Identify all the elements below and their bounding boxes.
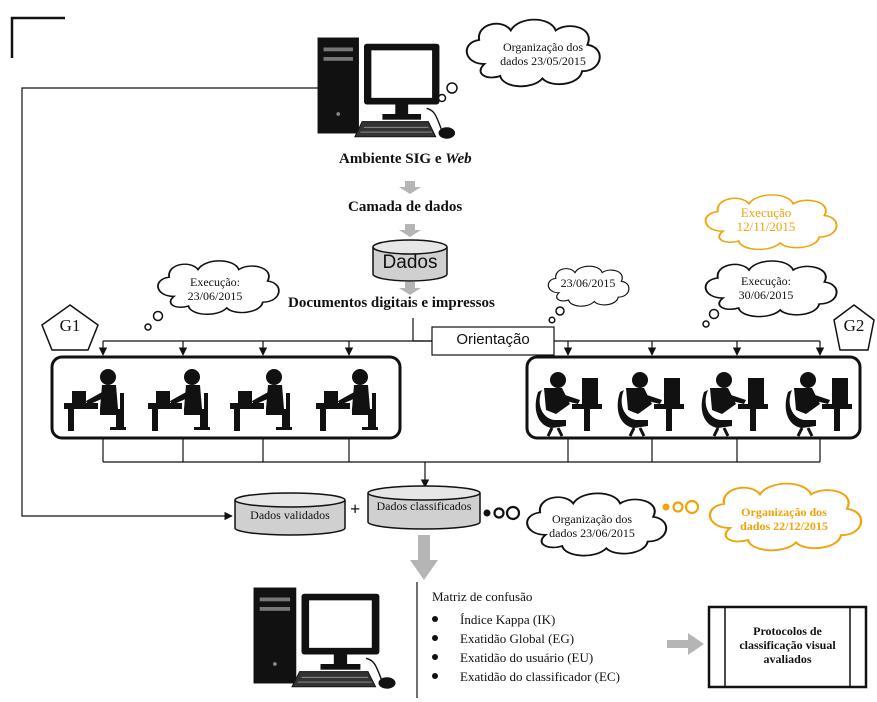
- docs-label: Documentos digitais e impressos: [288, 295, 495, 311]
- env-label-italic: Web: [445, 151, 472, 167]
- list-item-label: Índice Kappa (IK): [460, 612, 556, 627]
- top-cloud-line1: Organização dos: [502, 40, 584, 54]
- thought-cloud-g1: [144, 259, 280, 331]
- thought-cloud-g2: [702, 260, 838, 328]
- g1-group-box: [50, 355, 402, 440]
- classified-db-label: Dados classificados: [376, 499, 472, 513]
- orientacao-box: [431, 326, 555, 356]
- corner-bracket: [10, 16, 65, 58]
- cloud-g2-line2: 30/06/2015: [738, 288, 794, 302]
- dados-db-label: Dados: [382, 252, 438, 273]
- cloud-bottom-line1: Organização dos: [551, 512, 633, 526]
- g2-pentagon: [833, 304, 875, 351]
- cloud-bottom-line2: dados 23/06/2015: [549, 526, 635, 540]
- cloud-bottom-orange-text: Organização dos dados 22/12/2015: [708, 505, 860, 533]
- cloud-bottom-orange-line2: dados 22/12/2015: [740, 519, 828, 533]
- cloud-mid-line1: 23/06/2015: [560, 276, 616, 290]
- protocol-line2: classificação visual: [739, 638, 836, 652]
- thought-cloud-top: [437, 18, 601, 103]
- protocol-line3: avaliados: [763, 652, 812, 666]
- cloud-g2-text: Execução: 30/06/2015: [705, 274, 827, 302]
- computer-icon-top: [317, 37, 456, 140]
- g2-label: G2: [843, 316, 865, 335]
- g1-pentagon: [41, 304, 99, 351]
- list-item-label: Exatidão Global (EG): [460, 631, 575, 646]
- list-item-label: Exatidão do classificador (EC): [460, 669, 620, 684]
- cloud-g2-orange-line2: 12/11/2015: [736, 219, 796, 234]
- database-icon-validated: [234, 492, 346, 536]
- protocol-line1: Protocolos de: [753, 624, 822, 638]
- database-icon-dados: [372, 239, 448, 282]
- orientacao-label: Orientação: [456, 331, 530, 348]
- cloud-mid-text: 23/06/2015: [548, 276, 628, 290]
- cloud-g1-line1: Execução:: [190, 275, 240, 289]
- gray-arrows: [399, 181, 704, 655]
- g2-group-box: [525, 355, 862, 440]
- cloud-bottom-text: Organização dos dados 23/06/2015: [528, 512, 656, 540]
- cloud-g1-line2: 23/06/2015: [187, 289, 243, 303]
- matrix-title: Matriz de confusão: [432, 589, 533, 604]
- bullet-icon: [432, 654, 438, 660]
- cloud-g2-line1: Execução:: [741, 274, 791, 288]
- cloud-g2-orange-text: Execução 12/11/2015: [705, 206, 827, 234]
- protocol-box-text: Protocolos de classificação visual avali…: [725, 624, 850, 666]
- database-icon-classified: [367, 485, 481, 530]
- bullet-icon: [432, 673, 438, 679]
- feedback-line: [21, 87, 318, 521]
- distribution-lines: [98, 340, 825, 488]
- list-item-label: Exatidão do usuário (EU): [460, 650, 594, 665]
- env-label-prefix: Ambiente SIG e: [339, 151, 446, 167]
- cloud-g1-text: Execução: 23/06/2015: [160, 275, 270, 303]
- thought-cloud-bottom: [483, 492, 668, 557]
- computer-icon-bottom: [253, 587, 397, 690]
- cloud-g2-orange-line1: Execução: [740, 205, 792, 220]
- g1-label: G1: [59, 316, 81, 335]
- cloud-bottom-orange-line1: Organização dos: [741, 505, 827, 519]
- top-cloud-line2: dados 23/05/2015: [500, 54, 586, 68]
- validated-db-label: Dados validados: [250, 508, 330, 522]
- thought-cloud-bottom-orange: [662, 482, 863, 552]
- bullet-icon: [432, 616, 438, 622]
- layer-label: Camada de dados: [348, 199, 463, 215]
- thought-cloud-mid: [547, 265, 630, 324]
- top-cloud-text: Organização dos dados 23/05/2015: [478, 40, 608, 68]
- protocol-box: [707, 605, 868, 689]
- bullet-icon: [432, 635, 438, 641]
- plus-sign: +: [350, 499, 361, 519]
- env-label: Ambiente SIG e Web: [339, 151, 472, 168]
